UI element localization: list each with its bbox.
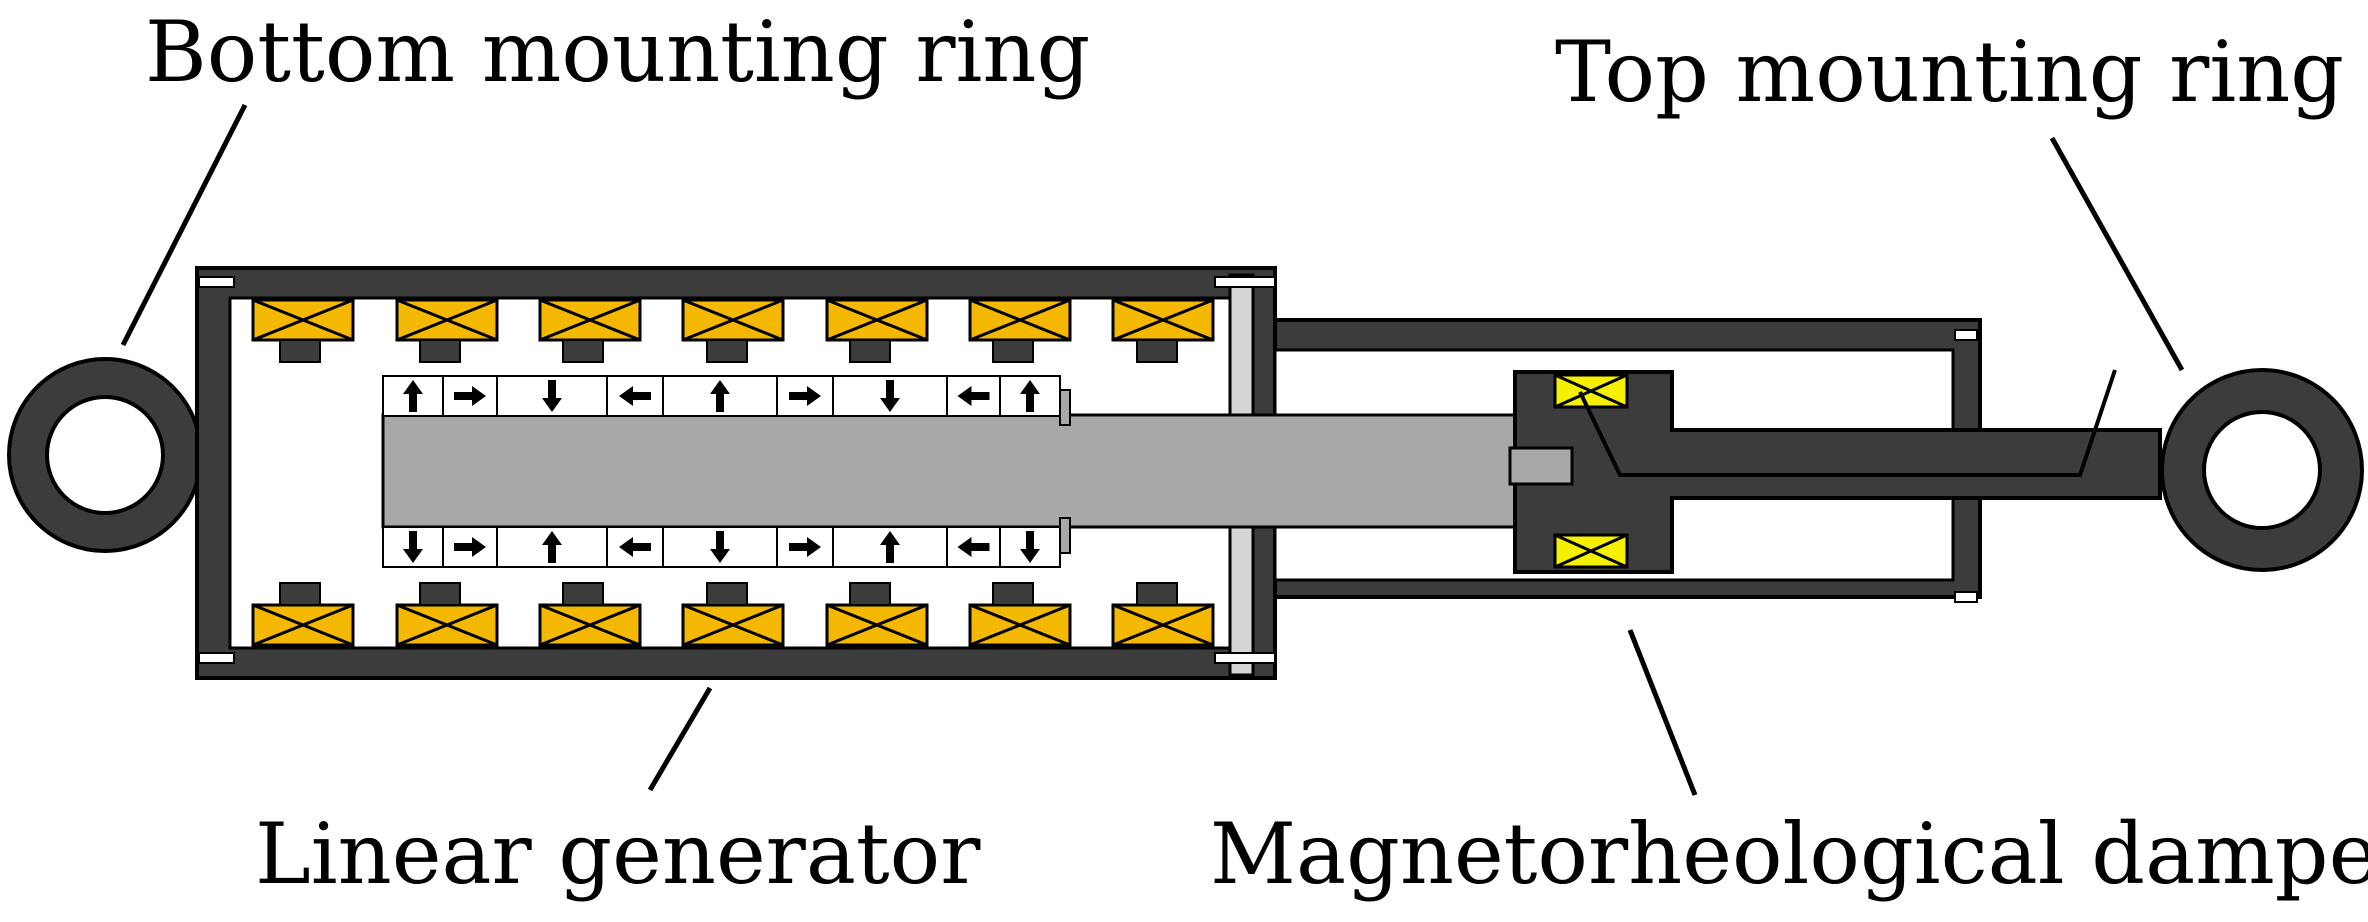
stator-tooth xyxy=(419,339,461,363)
label-top-mounting-ring: Top mounting ring xyxy=(1555,23,2345,121)
permanent-magnet xyxy=(832,526,948,568)
stator-tooth xyxy=(279,582,321,606)
stator-coil xyxy=(681,603,785,647)
label-linear-generator: Linear generator xyxy=(255,805,981,903)
arrow-down-icon xyxy=(1020,531,1040,563)
arrow-right-icon xyxy=(789,537,821,557)
arrow-right-icon xyxy=(454,386,486,406)
arrow-down-icon xyxy=(542,380,562,412)
permanent-magnet xyxy=(662,375,778,417)
permanent-magnet xyxy=(496,526,608,568)
arrow-up-icon xyxy=(542,531,562,563)
stator-coil xyxy=(251,603,355,647)
stator-coil xyxy=(251,298,355,342)
bolt-icon xyxy=(198,652,235,664)
permanent-magnet xyxy=(496,375,608,417)
permanent-magnet xyxy=(946,375,1001,417)
arrow-right-icon xyxy=(789,386,821,406)
stator-coils xyxy=(251,298,1215,647)
bolt-icon xyxy=(198,276,235,288)
stator-coil xyxy=(968,603,1072,647)
stator-coil xyxy=(1111,603,1215,647)
bolt-icon xyxy=(1214,652,1276,664)
leader-bottom-ring xyxy=(120,103,248,347)
shaft-step-upper xyxy=(1059,389,1071,426)
leader-generator xyxy=(647,686,713,792)
arrow-up-icon xyxy=(1020,380,1040,412)
stator-tooth xyxy=(562,339,604,363)
stator-tooth xyxy=(279,339,321,363)
stator-tooth xyxy=(992,582,1034,606)
arrow-up-icon xyxy=(880,531,900,563)
bolts xyxy=(198,276,1978,664)
stator-coil xyxy=(538,298,642,342)
stator-coil xyxy=(968,298,1072,342)
permanent-magnet xyxy=(776,526,834,568)
arrow-down-icon xyxy=(710,531,730,563)
arrow-up-icon xyxy=(403,380,423,412)
stator-coil xyxy=(395,603,499,647)
bolt-icon xyxy=(1954,591,1978,603)
leader-top-ring xyxy=(2049,136,2185,372)
permanent-magnet xyxy=(999,526,1061,568)
bolt-icon xyxy=(1214,276,1276,288)
permanent-magnet xyxy=(606,526,664,568)
permanent-magnet xyxy=(999,375,1061,417)
permanent-magnet xyxy=(662,526,778,568)
permanent-magnet xyxy=(832,375,948,417)
leader-damper xyxy=(1627,629,1698,796)
permanent-magnet xyxy=(442,526,498,568)
arrow-left-icon xyxy=(619,386,651,406)
stator-coil xyxy=(825,603,929,647)
arrow-left-icon xyxy=(957,386,990,406)
bolt-icon xyxy=(1954,329,1978,341)
stator-tooth xyxy=(849,339,891,363)
arrow-left-icon xyxy=(957,537,990,557)
stator-tooth xyxy=(419,582,461,606)
stator-coil xyxy=(395,298,499,342)
arrow-right-icon xyxy=(454,537,486,557)
permanent-magnet xyxy=(606,375,664,417)
stator-tooth xyxy=(706,339,748,363)
permanent-magnet xyxy=(382,526,444,568)
stator-tooth xyxy=(1136,339,1178,363)
arrow-down-icon xyxy=(403,531,423,563)
damper-piston xyxy=(1508,369,2162,574)
stator-tooth xyxy=(706,582,748,606)
shaft-step-lower xyxy=(1059,517,1071,554)
permanent-magnet xyxy=(776,375,834,417)
label-bottom-mounting-ring: Bottom mounting ring xyxy=(145,3,1091,101)
bottom-mounting-ring xyxy=(7,357,203,553)
permanent-magnet xyxy=(382,375,444,417)
stator-tooth xyxy=(562,582,604,606)
permanent-magnet xyxy=(442,375,498,417)
label-magnetorheological-damper: Magnetorheological damper xyxy=(1210,805,2368,903)
permanent-magnets xyxy=(382,375,1061,568)
permanent-magnet xyxy=(946,526,1001,568)
arrow-left-icon xyxy=(619,537,651,557)
stator-coil xyxy=(538,603,642,647)
top-mounting-ring xyxy=(2160,368,2364,572)
stator-tooth xyxy=(1136,582,1178,606)
generator-shaft xyxy=(381,413,1585,529)
stator-tooth xyxy=(849,582,891,606)
arrow-up-icon xyxy=(710,380,730,412)
stator-coil xyxy=(1111,298,1215,342)
stator-coil xyxy=(825,298,929,342)
stator-tooth xyxy=(992,339,1034,363)
stator-coil xyxy=(681,298,785,342)
arrow-down-icon xyxy=(880,380,900,412)
